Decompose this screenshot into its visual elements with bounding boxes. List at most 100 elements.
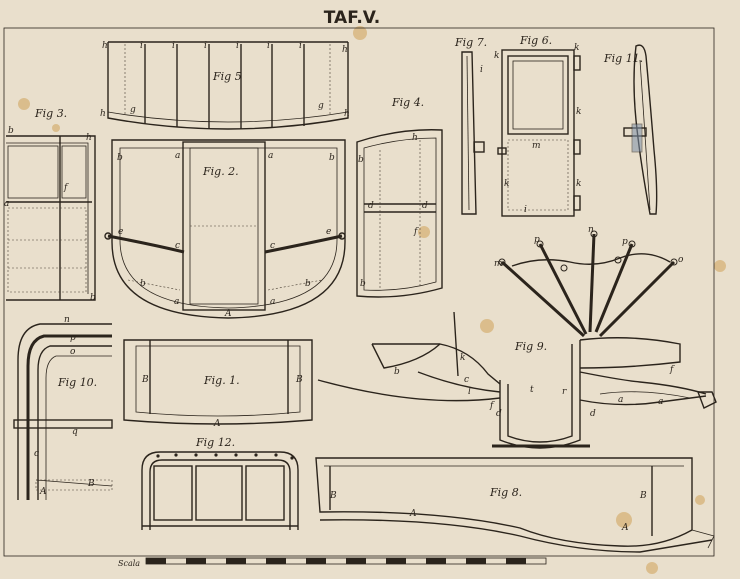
figure-8-label: Fig 8. xyxy=(489,486,522,499)
svg-text:h: h xyxy=(342,45,348,55)
svg-text:B: B xyxy=(87,479,95,489)
svg-text:B: B xyxy=(329,491,337,501)
svg-text:A: A xyxy=(409,509,417,519)
svg-text:m: m xyxy=(494,259,503,269)
svg-text:a: a xyxy=(268,151,273,161)
svg-text:A: A xyxy=(213,419,221,429)
svg-text:k: k xyxy=(504,179,509,189)
figure-2-label: Fig. 2. xyxy=(202,165,239,178)
svg-text:k: k xyxy=(460,353,465,363)
svg-text:b: b xyxy=(90,293,96,303)
scale-label: Scala xyxy=(118,559,140,568)
svg-text:h: h xyxy=(344,109,350,119)
figure-6-label: Fig 6. xyxy=(519,34,552,47)
svg-text:b: b xyxy=(117,153,123,163)
svg-text:k: k xyxy=(494,51,499,61)
svg-text:i: i xyxy=(172,41,175,51)
figure-6: Fig 6. k k k m k k i xyxy=(494,34,581,217)
svg-text:p: p xyxy=(622,237,628,247)
svg-text:t: t xyxy=(530,385,534,395)
plate-border xyxy=(3,27,715,557)
figure-12: Fig 12. xyxy=(141,436,299,530)
svg-text:n: n xyxy=(64,315,70,325)
svg-text:d: d xyxy=(368,201,374,211)
svg-text:c: c xyxy=(464,375,469,385)
svg-text:d: d xyxy=(590,409,596,419)
svg-text:i: i xyxy=(140,41,143,51)
figure-1-label: Fig. 1. xyxy=(203,374,240,387)
figure-2: Fig. 2. b a a b e c c e b a a b A xyxy=(104,139,346,319)
svg-text:i: i xyxy=(480,65,483,75)
figure-5-label: Fig 5 xyxy=(212,70,242,83)
svg-text:p: p xyxy=(70,333,76,343)
svg-text:d: d xyxy=(496,409,502,419)
svg-text:g: g xyxy=(318,101,324,111)
svg-text:h: h xyxy=(86,133,92,143)
svg-text:B: B xyxy=(639,491,647,501)
svg-text:i: i xyxy=(204,41,207,51)
svg-text:g: g xyxy=(130,105,136,115)
svg-text:o: o xyxy=(678,255,684,265)
figure-10: Fig 10. n p o q c A B xyxy=(13,315,113,500)
svg-text:B: B xyxy=(295,375,303,385)
svg-text:n: n xyxy=(588,225,594,235)
svg-text:a: a xyxy=(174,297,179,307)
svg-text:a: a xyxy=(4,199,9,209)
figure-9-label: Fig 9. xyxy=(514,340,547,353)
svg-text:d: d xyxy=(422,201,428,211)
svg-text:a: a xyxy=(270,297,275,307)
figure-5: Fig 5 h i i i i i i h h g g h xyxy=(100,41,350,130)
figure-11-label: Fig 11. xyxy=(603,52,643,65)
svg-text:k: k xyxy=(576,179,581,189)
svg-text:A: A xyxy=(224,309,232,319)
svg-text:b: b xyxy=(329,153,335,163)
svg-text:a: a xyxy=(658,397,663,407)
figure-7: Fig 7. i xyxy=(454,36,487,215)
figure-4: Fig 4. h b d d f b xyxy=(356,96,443,298)
svg-text:f: f xyxy=(63,183,69,193)
scale-bar: Scala xyxy=(118,557,547,568)
svg-text:a: a xyxy=(175,151,180,161)
svg-text:f: f xyxy=(489,401,495,411)
svg-text:c: c xyxy=(34,449,39,459)
figure-12-label: Fig 12. xyxy=(195,436,235,449)
svg-text:h: h xyxy=(412,133,418,143)
foxing-stains xyxy=(18,26,726,574)
svg-text:h: h xyxy=(102,41,108,51)
svg-text:l: l xyxy=(468,387,471,397)
svg-text:o: o xyxy=(70,347,76,357)
svg-text:b: b xyxy=(8,126,14,136)
figure-4-label: Fig 4. xyxy=(391,96,424,109)
figure-3-label: Fig 3. xyxy=(34,107,67,120)
svg-text:m: m xyxy=(532,141,541,151)
svg-text:e: e xyxy=(326,227,331,237)
figure-1: Fig. 1. B B A xyxy=(123,339,313,429)
svg-text:c: c xyxy=(175,241,180,251)
svg-text:p: p xyxy=(534,235,540,245)
plate-title: TAF.V. xyxy=(324,8,380,28)
svg-text:b: b xyxy=(140,279,146,289)
figure-11: Fig 11. xyxy=(603,44,658,215)
svg-text:q: q xyxy=(72,427,78,437)
figure-8: Fig 8. B B A A xyxy=(315,457,715,553)
svg-text:i: i xyxy=(236,41,239,51)
svg-text:b: b xyxy=(305,279,311,289)
svg-text:A: A xyxy=(39,487,47,497)
svg-text:b: b xyxy=(358,155,364,165)
svg-text:k: k xyxy=(576,107,581,117)
figure-3: Fig 3. b h f a b xyxy=(4,107,96,303)
figure-9: Fig 9. m p n p o b k c l t f d r a a f d xyxy=(317,225,717,449)
svg-text:h: h xyxy=(100,109,106,119)
svg-text:f: f xyxy=(413,227,419,237)
svg-text:c: c xyxy=(270,241,275,251)
svg-text:i: i xyxy=(267,41,270,51)
svg-text:B: B xyxy=(141,375,149,385)
svg-text:f: f xyxy=(669,365,675,375)
svg-text:i: i xyxy=(524,205,527,215)
svg-text:e: e xyxy=(118,227,123,237)
svg-text:r: r xyxy=(562,387,567,397)
svg-text:A: A xyxy=(621,523,629,533)
svg-text:i: i xyxy=(299,41,302,51)
svg-text:a: a xyxy=(618,395,623,405)
